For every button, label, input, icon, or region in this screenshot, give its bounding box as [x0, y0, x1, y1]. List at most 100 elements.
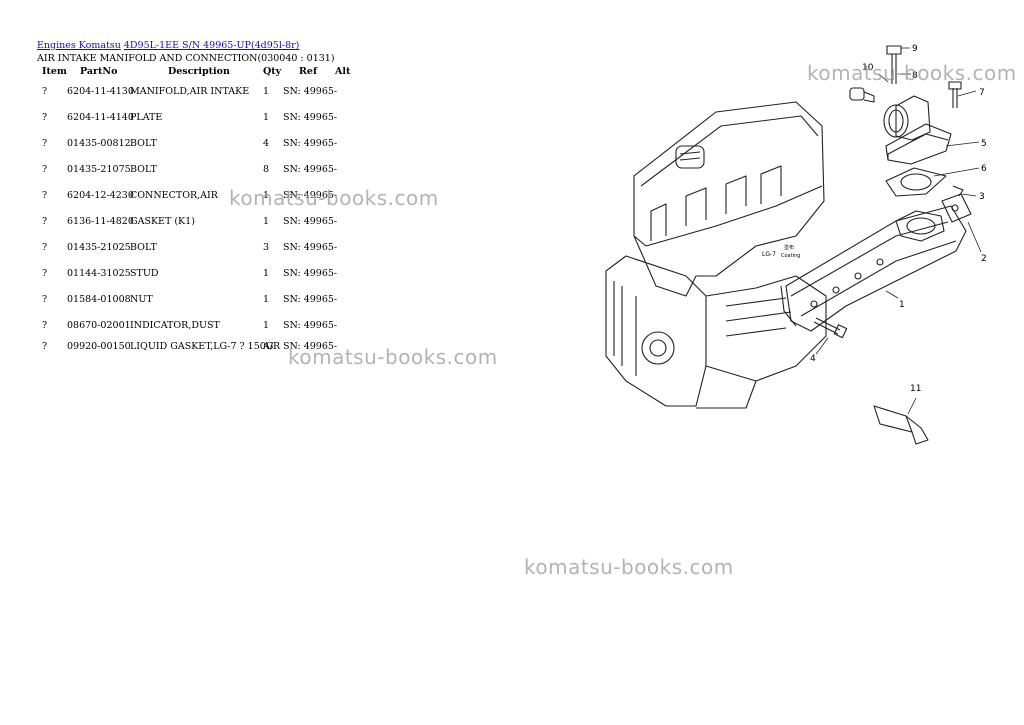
callout-8: 8: [912, 71, 918, 81]
cell-item: ?: [42, 112, 48, 123]
leader-lines: [815, 47, 982, 415]
cell-qty: 3: [263, 242, 270, 253]
cell-description: MANIFOLD,AIR INTAKE: [130, 86, 250, 97]
cell-qty: 1: [263, 86, 270, 97]
cell-partno: 01435-00812: [67, 138, 131, 149]
cell-item: ?: [42, 190, 48, 201]
bolt-4-drawing: [813, 317, 848, 339]
callout-1: 1: [899, 300, 905, 310]
cell-item: ?: [42, 341, 48, 352]
cell-description: BOLT: [130, 138, 157, 149]
header-ref: Ref: [299, 66, 318, 77]
callout-11: 11: [910, 384, 921, 394]
cell-ref: SN: 49965-: [283, 320, 338, 331]
cell-qty: 1: [263, 216, 270, 227]
header-partno: PartNo: [80, 66, 118, 77]
cell-ref: SN: 49965-: [283, 216, 338, 227]
cell-description: STUD: [130, 268, 159, 279]
lg7-note: 塗布: [784, 244, 794, 251]
cell-item: ?: [42, 86, 48, 97]
cell-ref: SN: 49965-: [283, 86, 338, 97]
cell-ref: SN: 49965-: [283, 138, 338, 149]
cell-item: ?: [42, 216, 48, 227]
cell-description: NUT: [130, 294, 153, 305]
dust-indicator-drawing: [849, 87, 875, 103]
breadcrumb-link-engines[interactable]: Engines Komatsu: [37, 40, 121, 51]
header-alt: Alt: [335, 66, 351, 77]
cell-description: LIQUID GASKET,LG-7 ? 150G: [130, 341, 274, 352]
engine-block-drawing: [605, 101, 827, 409]
cell-qty: 1: [263, 190, 270, 201]
table-row: ? 6204-12-4230 CONNECTOR,AIR 1 SN: 49965…: [37, 190, 367, 204]
cell-qty: 1: [263, 294, 270, 305]
table-row: ? 01435-00812 BOLT 4 SN: 49965-: [37, 138, 367, 152]
watermark: komatsu-books.com: [524, 555, 734, 579]
cell-item: ?: [42, 268, 48, 279]
header-qty: Qty: [263, 66, 282, 77]
watermark: komatsu-books.com: [229, 186, 439, 210]
cell-item: ?: [42, 294, 48, 305]
cell-qty: 1: [263, 268, 270, 279]
table-row: ? 6204-11-4130 MANIFOLD,AIR INTAKE 1 SN:…: [37, 86, 367, 100]
cell-qty: 1: [263, 112, 270, 123]
table-row: ? 01435-21025 BOLT 3 SN: 49965-: [37, 242, 367, 256]
header-item: Item: [42, 66, 67, 77]
cell-qty: 8: [263, 164, 270, 175]
table-row: ? 01144-31025 STUD 1 SN: 49965-: [37, 268, 367, 282]
callout-4: 4: [810, 354, 816, 364]
watermark: komatsu-books.com: [807, 61, 1017, 85]
cell-partno: 01435-21025: [67, 242, 131, 253]
breadcrumb-link-model[interactable]: 4D95L-1EE S/N 49965-UP(4d95l-8r): [123, 40, 300, 51]
table-row: ? 01435-21075 BOLT 8 SN: 49965-: [37, 164, 367, 178]
cell-ref: SN: 49965-: [283, 294, 338, 305]
cell-description: BOLT: [130, 242, 157, 253]
callout-9: 9: [912, 44, 918, 54]
callout-5: 5: [981, 139, 987, 149]
cell-qty: 1: [263, 320, 270, 331]
lg7-label: LG-7: [762, 251, 776, 258]
table-row: ? 6204-11-4140 PLATE 1 SN: 49965-: [37, 112, 367, 126]
cell-partno: 01144-31025: [67, 268, 131, 279]
table-row: ? 09920-00150 LIQUID GASKET,LG-7 ? 150G …: [37, 341, 367, 355]
plate-drawing: [941, 193, 972, 223]
bolts-drawing: [886, 45, 964, 197]
callout-7: 7: [979, 88, 985, 98]
cell-description: PLATE: [130, 112, 163, 123]
callout-6: 6: [981, 164, 987, 174]
table-row: ? 01584-01008 NUT 1 SN: 49965-: [37, 294, 367, 308]
table-row: ? 08670-02001 INDICATOR,DUST 1 SN: 49965…: [37, 320, 367, 334]
cell-ref: SN: 49965-: [283, 268, 338, 279]
cell-ref: SN: 49965-: [283, 341, 338, 352]
cell-partno: 01584-01008: [67, 294, 131, 305]
callout-3: 3: [979, 192, 985, 202]
cell-description: GASKET (K1): [130, 216, 195, 227]
watermark: komatsu-books.com: [288, 345, 498, 369]
cell-qty: A/R: [263, 341, 281, 352]
cell-partno: 6204-11-4130: [67, 86, 134, 97]
cell-item: ?: [42, 164, 48, 175]
lg7-note-2: Coating: [781, 253, 800, 259]
cell-item: ?: [42, 320, 48, 331]
cell-ref: SN: 49965-: [283, 242, 338, 253]
cell-item: ?: [42, 138, 48, 149]
cell-partno: 09920-00150: [67, 341, 131, 352]
header-description: Description: [168, 66, 230, 77]
cell-ref: SN: 49965-: [283, 190, 338, 201]
cell-description: BOLT: [130, 164, 157, 175]
cell-partno: 6204-11-4140: [67, 112, 134, 123]
gasket-drawing: [885, 167, 947, 197]
page-subtitle: AIR INTAKE MANIFOLD AND CONNECTION(03004…: [37, 53, 335, 64]
cell-ref: SN: 49965-: [283, 164, 338, 175]
cell-partno: 6136-11-4820: [67, 216, 134, 227]
cell-partno: 6204-12-4230: [67, 190, 134, 201]
cell-description: INDICATOR,DUST: [130, 320, 220, 331]
cell-ref: SN: 49965-: [283, 112, 338, 123]
callout-2: 2: [981, 254, 987, 264]
air-connector-drawing: [883, 95, 952, 165]
cell-qty: 4: [263, 138, 270, 149]
cell-partno: 01435-21075: [67, 164, 131, 175]
intake-manifold-drawing: [780, 205, 967, 332]
cell-item: ?: [42, 242, 48, 253]
cell-partno: 08670-02001: [67, 320, 131, 331]
